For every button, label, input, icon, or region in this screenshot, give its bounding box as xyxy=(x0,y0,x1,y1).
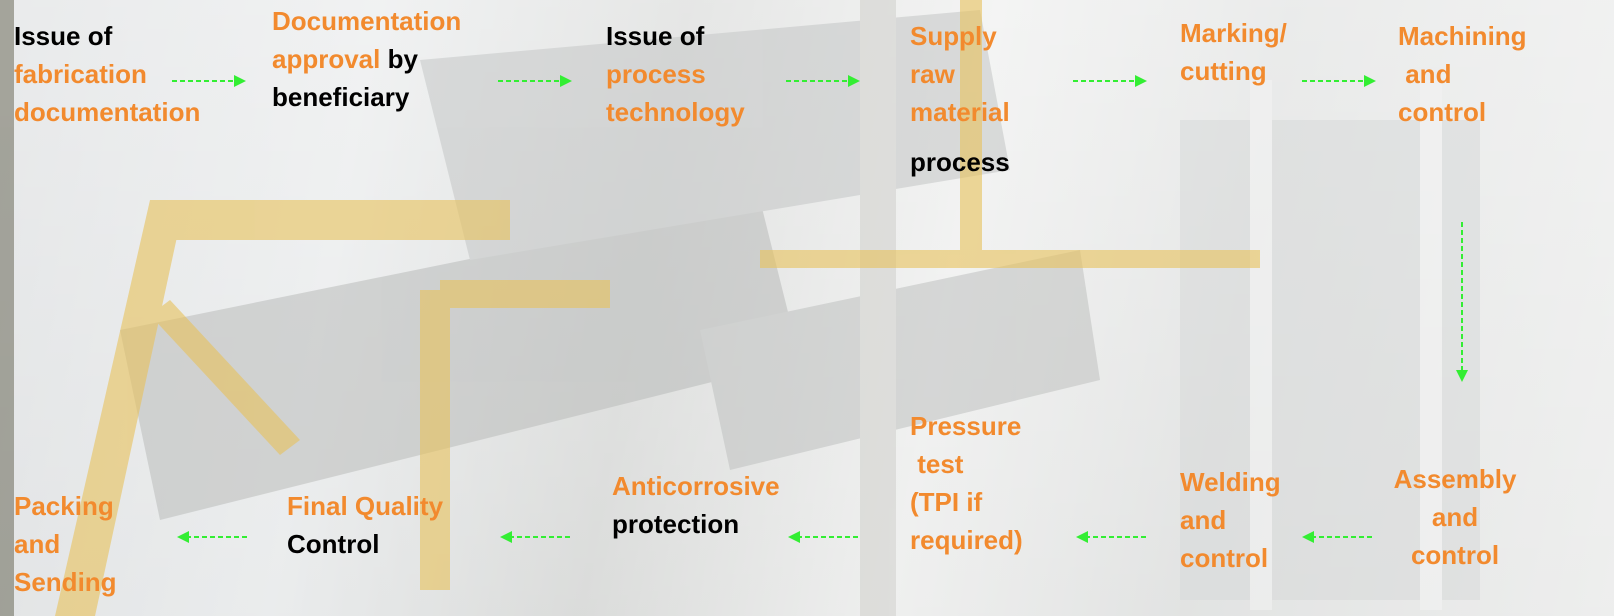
step-6-line-1: Machining xyxy=(1398,21,1527,51)
step-9-line-1: Pressure xyxy=(910,411,1022,441)
step-anticorrosive-protection: Anticorrosive protection xyxy=(612,467,780,543)
step-marking-cutting: Marking/ cutting xyxy=(1180,14,1287,90)
step-2-line-2a: approval xyxy=(272,44,381,74)
step-11-line-1: Final Quality xyxy=(287,491,444,521)
step-3-line-2: process xyxy=(606,59,706,89)
step-6-line-2: and xyxy=(1398,59,1452,89)
step-9-line-4: required) xyxy=(910,525,1023,555)
step-9-line-2: test xyxy=(910,449,964,479)
step-10-line-2: protection xyxy=(612,509,740,539)
step-5-line-2: cutting xyxy=(1180,56,1267,86)
step-7-line-2: and xyxy=(1431,502,1479,532)
step-3-line-1: Issue of xyxy=(606,21,705,51)
step-supply-raw-material: Supply raw material process xyxy=(910,17,1010,181)
step-11-line-2: Control xyxy=(287,529,380,559)
step-machining-control: Machining and control xyxy=(1398,17,1527,131)
step-pressure-test: Pressure test (TPI if required) xyxy=(910,407,1023,559)
step-12-line-2: and xyxy=(14,529,61,559)
step-assembly-control: Assembly and control xyxy=(1382,460,1528,574)
step-1-line-3: documentation xyxy=(14,97,201,127)
step-8-line-3: control xyxy=(1180,543,1269,573)
step-1-line-2: fabrication xyxy=(14,59,147,89)
step-final-quality-control: Final Quality Control xyxy=(287,487,443,563)
step-2-line-3: beneficiary xyxy=(272,82,410,112)
step-6-line-3: control xyxy=(1398,97,1487,127)
step-9-line-3: (TPI if xyxy=(910,487,983,517)
step-8-line-1: Welding xyxy=(1180,467,1281,497)
step-documentation-approval: Documentation approval by beneficiary xyxy=(272,2,461,116)
step-12-line-3: Sending xyxy=(14,567,117,597)
step-12-line-1: Packing xyxy=(14,491,114,521)
step-7-line-1: Assembly xyxy=(1393,464,1517,494)
step-3-line-3: technology xyxy=(606,97,745,127)
step-7-line-3: control xyxy=(1410,540,1500,570)
step-4-line-4: process xyxy=(910,147,1010,177)
step-1-line-1: Issue of xyxy=(14,21,113,51)
step-packing-sending: Packing and Sending xyxy=(14,487,117,601)
step-5-line-1: Marking/ xyxy=(1180,18,1287,48)
step-2-line-2b: by xyxy=(380,44,418,74)
step-welding-control: Welding and control xyxy=(1180,463,1281,577)
step-4-line-3: material xyxy=(910,97,1010,127)
step-4-line-1: Supply xyxy=(910,21,997,51)
step-2-line-1: Documentation xyxy=(272,6,462,36)
step-10-line-1: Anticorrosive xyxy=(612,471,780,501)
step-issue-process-technology: Issue of process technology xyxy=(606,17,745,131)
step-8-line-2: and xyxy=(1180,505,1227,535)
step-issue-fabrication-documentation: Issue of fabrication documentation xyxy=(14,17,200,131)
step-4-line-2: raw xyxy=(910,59,955,89)
